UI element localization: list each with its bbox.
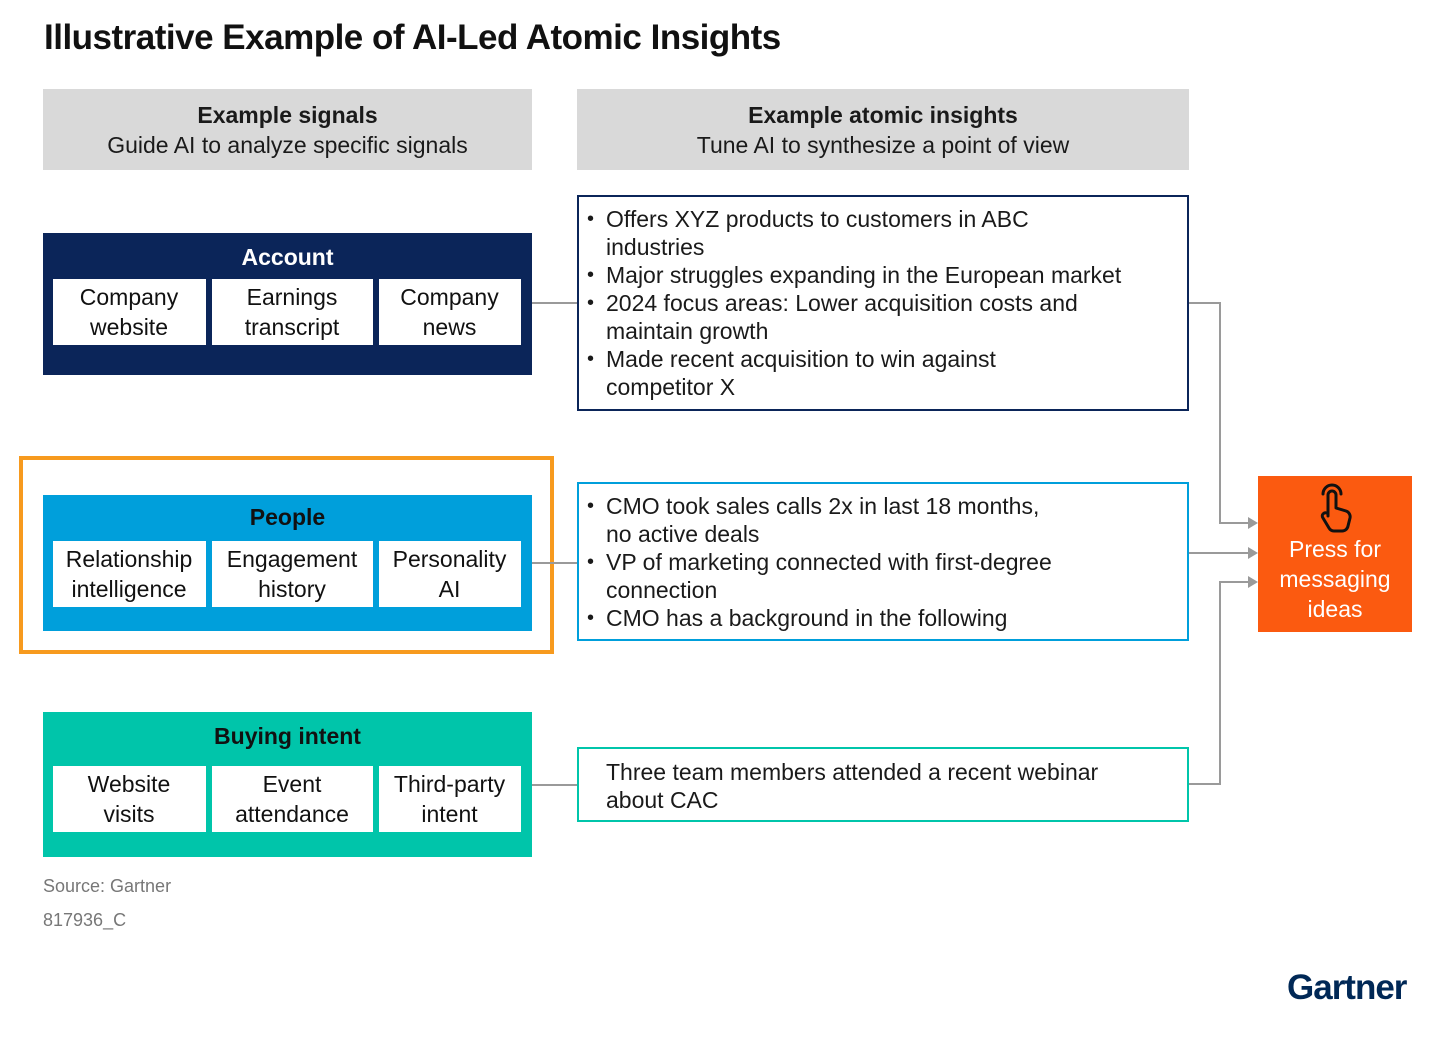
insight-bullet: VP of marketing connected with first-deg… bbox=[587, 548, 1177, 604]
personality-ai-chip: Personality AI bbox=[378, 541, 521, 607]
buying-intent-insights-box: Three team members attended a recent web… bbox=[577, 747, 1189, 822]
account-to-button-line bbox=[1189, 302, 1249, 524]
account-insights-box: Offers XYZ products to customers in ABCi… bbox=[577, 195, 1189, 411]
insight-bullet: Major struggles expanding in the Europea… bbox=[587, 261, 1177, 289]
insight-bullet: Made recent acquisition to win againstco… bbox=[587, 345, 1177, 401]
intent-to-button-line bbox=[1189, 581, 1249, 785]
chip-line: Relationship bbox=[65, 546, 193, 572]
website-visits-chip: Website visits bbox=[52, 766, 206, 832]
insight-bullet: Offers XYZ products to customers in ABCi… bbox=[587, 205, 1177, 261]
chip-line: Personality bbox=[392, 546, 507, 572]
bullet-line: no active deals bbox=[606, 521, 760, 547]
bullet-line: CMO took sales calls 2x in last 18 month… bbox=[606, 493, 1040, 519]
chip-line: Website bbox=[87, 771, 171, 797]
insights-column-header: Example atomic insights Tune AI to synth… bbox=[577, 89, 1189, 170]
people-connector-line bbox=[532, 562, 578, 564]
insight-bullet: 2024 focus areas: Lower acquisition cost… bbox=[587, 289, 1177, 345]
arrow-head-icon bbox=[1248, 576, 1258, 588]
source-note: Source: Gartner bbox=[43, 876, 172, 896]
insight-bullet: CMO has a background in the following bbox=[587, 604, 1177, 632]
people-signal-group: People Relationship intelligence Engagem… bbox=[43, 495, 532, 631]
account-signal-group: Account Company website Earnings transcr… bbox=[43, 233, 532, 375]
insight-text: Three team members attended a recent web… bbox=[587, 758, 1177, 814]
company-website-chip: Company website bbox=[52, 279, 206, 345]
people-group-title: People bbox=[249, 504, 326, 530]
insights-header-title: Example atomic insights bbox=[748, 101, 1018, 128]
bullet-line: 2024 focus areas: Lower acquisition cost… bbox=[606, 290, 1078, 316]
chip-line: Company bbox=[400, 284, 499, 310]
bullet-line: Major struggles expanding in the Europea… bbox=[606, 262, 1122, 288]
pointer-hand-icon bbox=[1320, 483, 1352, 533]
relationship-intelligence-chip: Relationship intelligence bbox=[52, 541, 206, 607]
insight-line: about CAC bbox=[606, 787, 719, 813]
chip-line: news bbox=[422, 314, 477, 340]
bullet-line: CMO has a background in the following bbox=[606, 605, 1008, 631]
chip-line: history bbox=[258, 576, 326, 602]
account-connector-line bbox=[532, 302, 578, 304]
gartner-logo: Gartner bbox=[1287, 968, 1407, 1007]
insight-bullet: CMO took sales calls 2x in last 18 month… bbox=[587, 492, 1177, 548]
chip-line: Third-party bbox=[393, 771, 506, 797]
button-connector-lines bbox=[1189, 302, 1258, 785]
chip-line: Earnings bbox=[246, 284, 338, 310]
event-attendance-chip: Event attendance bbox=[211, 766, 373, 832]
bullet-line: connection bbox=[606, 577, 718, 603]
arrow-head-icon bbox=[1248, 517, 1258, 529]
chip-line: attendance bbox=[235, 801, 349, 827]
figure-id: 817936_C bbox=[43, 910, 127, 930]
press-for-messaging-ideas-button[interactable]: Press for messaging ideas bbox=[1258, 476, 1412, 632]
bullet-line: industries bbox=[606, 234, 705, 260]
earnings-transcript-chip: Earnings transcript bbox=[211, 279, 373, 345]
account-group-title: Account bbox=[241, 244, 334, 270]
engagement-history-chip: Engagement history bbox=[211, 541, 373, 607]
bullet-line: Made recent acquisition to win against bbox=[606, 346, 996, 372]
page-title: Illustrative Example of AI-Led Atomic In… bbox=[44, 18, 781, 57]
signals-column-header: Example signals Guide AI to analyze spec… bbox=[43, 89, 532, 170]
chip-line: intelligence bbox=[71, 576, 187, 602]
people-highlight-frame bbox=[19, 456, 554, 654]
people-insights-box: CMO took sales calls 2x in last 18 month… bbox=[577, 482, 1189, 641]
insights-header-subtitle: Tune AI to synthesize a point of view bbox=[696, 131, 1070, 158]
chip-line: visits bbox=[103, 801, 155, 827]
bullet-line: maintain growth bbox=[606, 318, 769, 344]
chip-line: intent bbox=[421, 801, 478, 827]
third-party-intent-chip: Third-party intent bbox=[378, 766, 521, 832]
chip-line: Engagement bbox=[226, 546, 358, 572]
button-label-line: Press for bbox=[1288, 536, 1382, 562]
buying-intent-connector-line bbox=[532, 784, 578, 786]
chip-line: Company bbox=[79, 284, 179, 310]
chip-line: website bbox=[90, 314, 168, 340]
insight-line: Three team members attended a recent web… bbox=[606, 759, 1099, 785]
bullet-line: competitor X bbox=[606, 374, 736, 400]
arrow-head-icon bbox=[1248, 547, 1258, 559]
bullet-line: Offers XYZ products to customers in ABC bbox=[606, 206, 1029, 232]
button-label-line: messaging bbox=[1279, 566, 1391, 592]
buying-intent-group-title: Buying intent bbox=[214, 723, 361, 749]
chip-line: Event bbox=[262, 771, 322, 797]
company-news-chip: Company news bbox=[378, 279, 521, 345]
buying-intent-signal-group: Buying intent Website visits Event atten… bbox=[43, 712, 532, 857]
signals-header-subtitle: Guide AI to analyze specific signals bbox=[107, 131, 468, 158]
button-label-line: ideas bbox=[1307, 596, 1363, 622]
signals-header-title: Example signals bbox=[197, 101, 378, 128]
chip-line: AI bbox=[438, 576, 461, 602]
chip-line: transcript bbox=[244, 314, 340, 340]
bullet-line: VP of marketing connected with first-deg… bbox=[606, 549, 1052, 575]
